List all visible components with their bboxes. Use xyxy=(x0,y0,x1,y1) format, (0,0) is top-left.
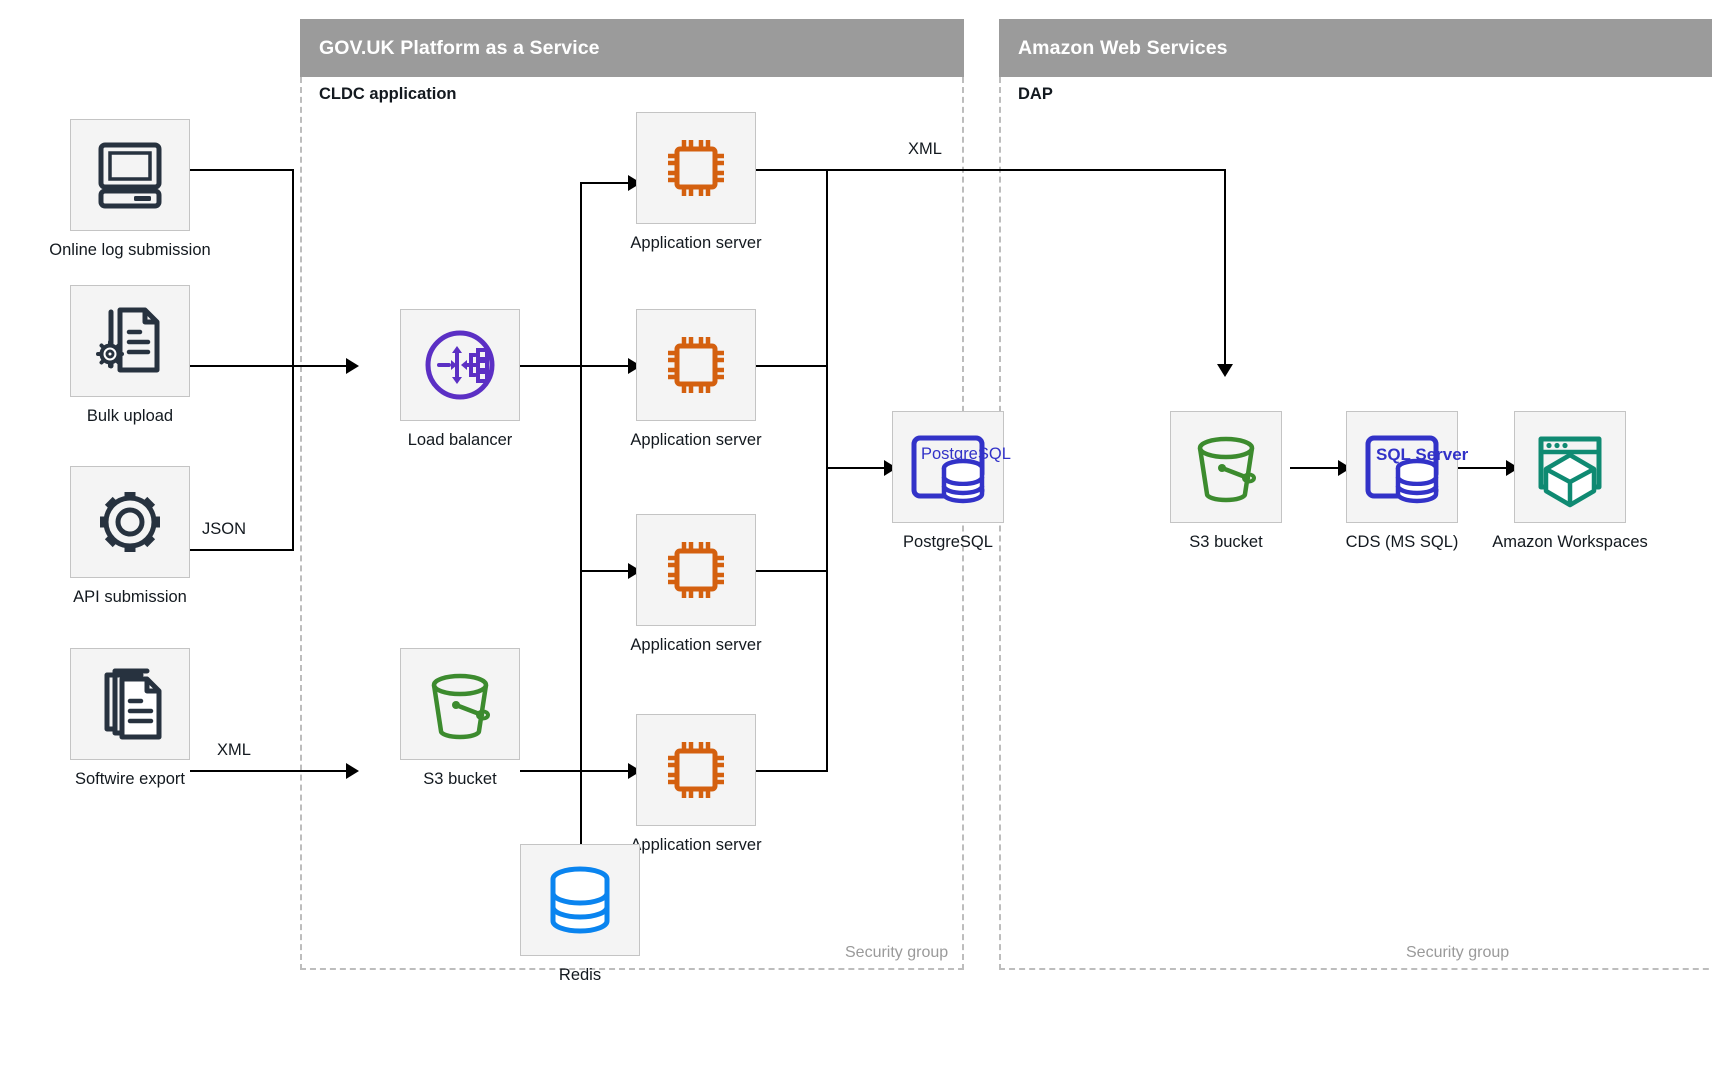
s3-bucket-icon xyxy=(400,648,520,760)
edge-lb-out xyxy=(520,365,582,367)
arrowhead-load-balancer xyxy=(346,358,359,374)
node-load-balancer[interactable]: Load balancer xyxy=(400,309,520,449)
node-amazon-workspaces[interactable]: Amazon Workspaces xyxy=(1492,411,1648,551)
node-bulk-upload[interactable]: Bulk upload xyxy=(70,285,190,425)
node-api-submission[interactable]: API submission xyxy=(70,466,190,606)
label-bulk-upload: Bulk upload xyxy=(86,407,174,425)
cpu-chip-icon xyxy=(636,309,756,421)
cpu-chip-icon xyxy=(636,112,756,224)
svg-text:PostgreSQL: PostgreSQL xyxy=(921,445,1011,463)
label-online-log-submission: Online log submission xyxy=(49,241,211,259)
edge-api-v xyxy=(292,365,294,551)
node-app-server-1[interactable]: Application server xyxy=(630,112,762,252)
edge-bulk-to-lb xyxy=(190,365,354,367)
panel-title-aws: Amazon Web Services xyxy=(1018,36,1228,59)
edge-label-json: JSON xyxy=(201,520,246,538)
label-app-server-4: Application server xyxy=(630,836,762,854)
label-app-server-1: Application server xyxy=(630,234,762,252)
edge-app3-to-bus xyxy=(748,570,828,572)
security-group-label-aws: Security group xyxy=(1406,944,1510,961)
load-balancer-icon xyxy=(400,309,520,421)
gear-icon xyxy=(70,466,190,578)
node-postgresql[interactable]: PostgreSQL PostgreSQL xyxy=(892,411,1011,551)
edge-label-xml-softwire: XML xyxy=(217,741,251,759)
label-aws-s3-bucket: S3 bucket xyxy=(1189,533,1263,551)
arrowhead-paas-s3 xyxy=(346,763,359,779)
arrowhead-aws-s3 xyxy=(1217,364,1233,377)
label-redis: Redis xyxy=(558,966,602,984)
security-group-label-paas: Security group xyxy=(845,944,949,961)
node-redis[interactable]: Redis xyxy=(520,844,640,984)
edge-s3-to-app4 xyxy=(520,770,582,772)
node-app-server-4[interactable]: Application server xyxy=(630,714,762,854)
edge-api-h xyxy=(190,549,294,551)
edge-xml-to-aws-h xyxy=(748,169,1226,171)
redis-database-icon xyxy=(520,844,640,956)
label-app-server-3: Application server xyxy=(630,636,762,654)
panel-subtitle-dap: DAP xyxy=(1018,85,1053,103)
panel-body-aws xyxy=(999,77,1712,970)
document-gear-icon xyxy=(70,285,190,397)
label-app-server-2: Application server xyxy=(630,431,762,449)
panel-header-paas: GOV.UK Platform as a Service xyxy=(300,19,964,77)
label-cds-ms-sql: CDS (MS SQL) xyxy=(1345,533,1459,551)
label-postgresql: PostgreSQL xyxy=(903,533,993,551)
edge-label-xml-aws: XML xyxy=(908,140,942,158)
label-paas-s3-bucket: S3 bucket xyxy=(423,770,497,788)
label-softwire-export: Softwire export xyxy=(74,770,186,788)
panel-body-paas xyxy=(300,77,964,970)
panel-header-aws: Amazon Web Services xyxy=(999,19,1712,77)
node-cds-ms-sql[interactable]: SQL Server CDS (MS SQL) xyxy=(1346,411,1469,551)
desktop-computer-icon xyxy=(70,119,190,231)
node-online-log-submission[interactable]: Online log submission xyxy=(49,119,211,259)
edge-lb-fan-bus xyxy=(580,182,582,770)
edge-app2-to-bus xyxy=(748,365,828,367)
edge-lb-to-app3 xyxy=(580,570,636,572)
edge-s3-to-cds xyxy=(1290,467,1346,469)
panel-subtitle-cldc: CLDC application xyxy=(319,85,457,103)
label-amazon-workspaces: Amazon Workspaces xyxy=(1492,533,1648,551)
s3-bucket-icon xyxy=(1170,411,1282,523)
edge-app-collector-bus xyxy=(826,169,828,770)
node-paas-s3-bucket[interactable]: S3 bucket xyxy=(400,648,520,788)
document-stack-icon xyxy=(70,648,190,760)
postgresql-icon: PostgreSQL xyxy=(892,411,1011,523)
amazon-workspaces-icon xyxy=(1514,411,1626,523)
edge-redis-v xyxy=(580,770,582,900)
cpu-chip-icon xyxy=(636,714,756,826)
edge-online-log-v xyxy=(292,169,294,365)
edge-bus-to-postgres xyxy=(826,467,892,469)
edge-cds-to-workspaces xyxy=(1458,467,1514,469)
svg-text:SQL Server: SQL Server xyxy=(1376,445,1469,464)
edge-lb-to-app2 xyxy=(580,365,636,367)
edge-online-log-h xyxy=(190,169,294,171)
sql-server-icon: SQL Server xyxy=(1346,411,1469,523)
cpu-chip-icon xyxy=(636,514,756,626)
node-app-server-3[interactable]: Application server xyxy=(630,514,762,654)
edge-softwire-to-s3 xyxy=(190,770,354,772)
node-app-server-2[interactable]: Application server xyxy=(630,309,762,449)
panel-title-paas: GOV.UK Platform as a Service xyxy=(319,36,600,59)
edge-app4-to-bus xyxy=(748,770,828,772)
label-api-submission: API submission xyxy=(73,588,187,606)
label-load-balancer: Load balancer xyxy=(407,431,513,449)
edge-lb-to-app1 xyxy=(580,182,636,184)
node-softwire-export[interactable]: Softwire export xyxy=(70,648,190,788)
edge-lb-to-app4 xyxy=(580,770,636,772)
edge-xml-to-aws-v xyxy=(1224,169,1226,370)
node-aws-s3-bucket[interactable]: S3 bucket xyxy=(1170,411,1282,551)
